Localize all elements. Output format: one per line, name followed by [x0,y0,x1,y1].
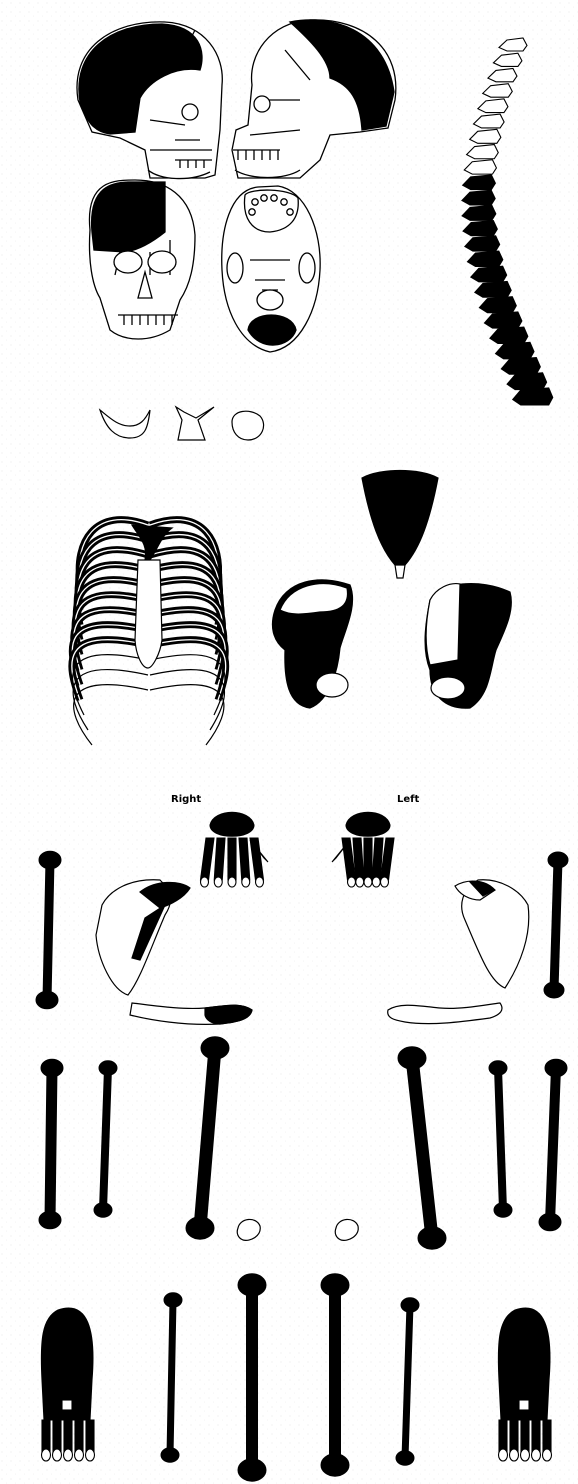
foot-right [41,1308,94,1461]
foot-left [498,1308,551,1461]
sternum [135,560,162,668]
label-left: Left [397,794,420,805]
label-right: Right [171,794,201,805]
